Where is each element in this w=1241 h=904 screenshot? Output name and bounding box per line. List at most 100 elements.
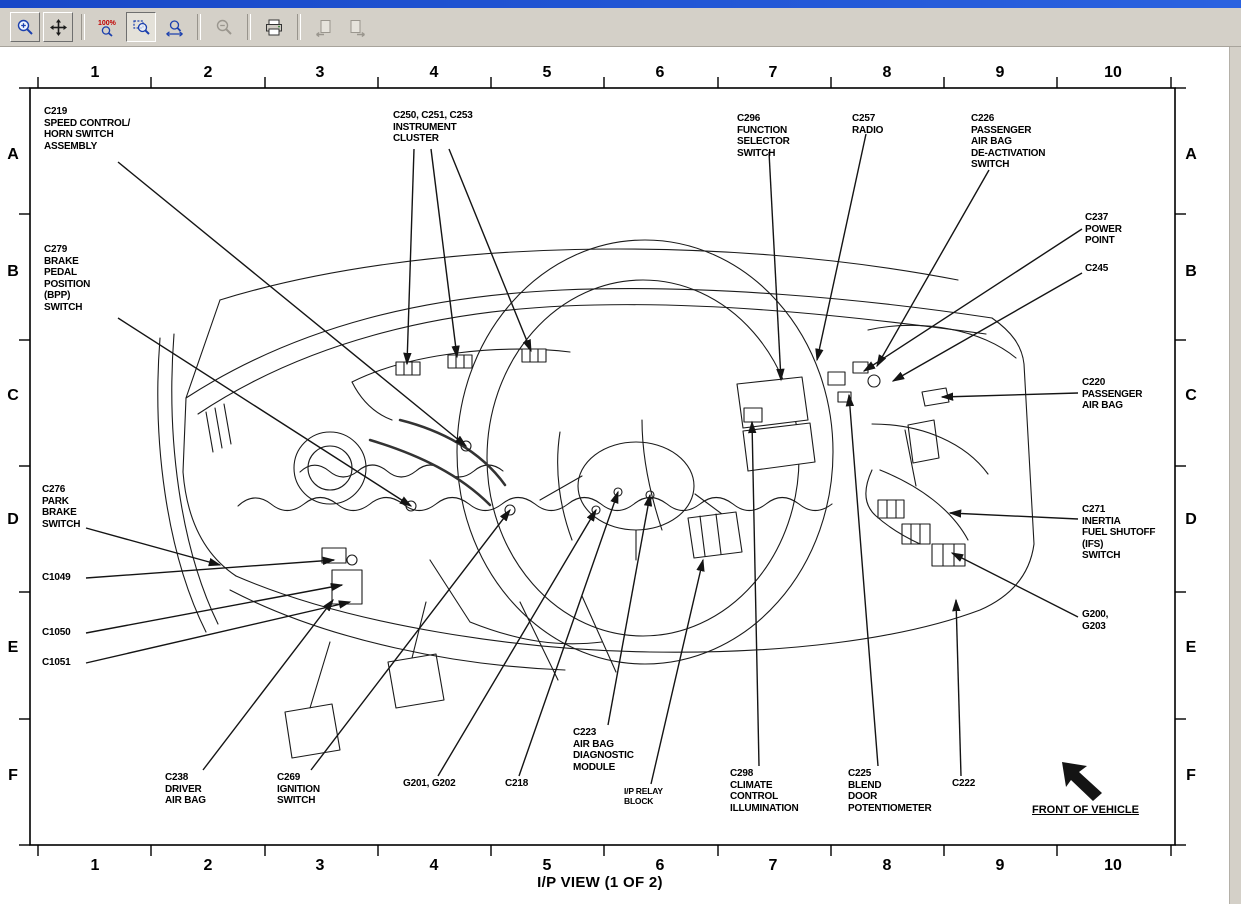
toolbar-separator <box>247 14 251 40</box>
callout-c269: C269 IGNITION SWITCH <box>277 772 320 806</box>
pan-button[interactable] <box>43 12 73 42</box>
callout-c276: C276 PARK BRAKE SWITCH <box>42 484 81 530</box>
callout-c271: C271 INERTIA FUEL SHUTOFF (IFS) SWITCH <box>1082 504 1156 561</box>
leader-line-c271 <box>948 509 1079 520</box>
grid-row-label: A <box>1185 146 1197 163</box>
grid-col-label: 1 <box>90 64 100 81</box>
callout-c1051: C1051 <box>42 657 71 668</box>
leader-line-c257 <box>815 133 867 362</box>
magnifier-minus-icon <box>216 19 232 35</box>
grid-col-label: 9 <box>995 857 1005 874</box>
callout-c218: C218 <box>505 778 529 789</box>
callout-c1049: C1049 <box>42 572 71 583</box>
grid-col-label: 9 <box>995 64 1005 81</box>
toolbar-separator <box>297 14 301 40</box>
leader-line-c237 <box>862 228 1083 372</box>
leader-line-iprelay <box>650 558 705 785</box>
page-prev-icon <box>316 19 331 37</box>
leader-line-c238 <box>202 598 334 771</box>
grid-col-label: 2 <box>203 64 213 81</box>
toolbar-separator <box>81 14 85 40</box>
grid-col-label: 7 <box>768 857 778 874</box>
window-titlebar <box>0 0 1241 8</box>
leader-lines <box>85 133 1083 785</box>
leader-line-c250 <box>403 148 415 366</box>
grid-col-label: 6 <box>655 64 665 81</box>
leader-line-c1050 <box>85 582 344 634</box>
zoom-100-button[interactable]: 100% <box>93 12 123 42</box>
leader-line-c253 <box>448 148 532 353</box>
magnifier-rect-icon <box>132 19 150 35</box>
next-view-button[interactable] <box>342 12 372 42</box>
grid-row-label: C <box>7 387 19 404</box>
magnifier-fit-width-icon <box>165 19 183 37</box>
grid-row-label: B <box>1185 263 1197 280</box>
grid-row-label: D <box>7 511 19 528</box>
print-button[interactable] <box>259 12 289 42</box>
leader-line-g201 <box>437 508 597 777</box>
front-of-vehicle-arrow-icon <box>1062 762 1102 801</box>
diagram-caption: I/P VIEW (1 OF 2) <box>537 874 663 891</box>
leader-line-c298 <box>748 420 760 767</box>
printer-icon <box>266 19 282 35</box>
leader-line-c218 <box>518 490 619 777</box>
leader-line-c251 <box>430 148 460 359</box>
grid-row-label: E <box>1185 639 1197 656</box>
front-of-vehicle-label: FRONT OF VEHICLE <box>1032 804 1139 816</box>
callout-g201-g202: G201, G202 <box>403 778 456 789</box>
grid-row-label: F <box>8 767 18 784</box>
callout-c225: C225 BLEND DOOR POTENTIOMETER <box>848 768 932 814</box>
callout-c237: C237 POWER POINT <box>1085 212 1122 246</box>
callout-c226: C226 PASSENGER AIR BAG DE-ACTIVATION SWI… <box>971 113 1046 170</box>
callout-c223: C223 AIR BAG DIAGNOSTIC MODULE <box>573 727 634 773</box>
callout-c250: C250, C251, C253 INSTRUMENT CLUSTER <box>393 110 473 144</box>
grid-col-label: 3 <box>315 64 325 81</box>
scrollbar[interactable] <box>1229 8 1241 904</box>
toolbar-separator <box>197 14 201 40</box>
grid-col-label: 1 <box>90 857 100 874</box>
instrument-panel-art <box>157 239 1035 759</box>
leader-line-c245 <box>891 272 1083 382</box>
grid-col-label: 7 <box>768 64 778 81</box>
grid-col-label: 4 <box>429 64 439 81</box>
magnifier-plus-icon <box>17 19 33 35</box>
zoom-in-button[interactable] <box>10 12 40 42</box>
grid-row-label: A <box>7 146 19 163</box>
grid-col-label: 5 <box>542 857 552 874</box>
leader-line-c276 <box>85 527 222 567</box>
grid-row-label: F <box>1186 767 1196 784</box>
leader-line-c225 <box>845 393 879 767</box>
grid-col-label: 10 <box>1104 857 1122 874</box>
callout-c238: C238 DRIVER AIR BAG <box>165 772 206 806</box>
callout-c245: C245 <box>1085 263 1109 274</box>
callout-g200-g203: G200, G203 <box>1082 609 1109 632</box>
grid-row-label: E <box>7 639 19 656</box>
prev-view-button[interactable] <box>309 12 339 42</box>
callout-ip-relay-block: I/P RELAY BLOCK <box>624 786 663 806</box>
leader-line-c226 <box>876 169 990 368</box>
grid-col-label: 8 <box>882 64 892 81</box>
callout-c279: C279 BRAKE PEDAL POSITION (BPP) SWITCH <box>44 244 91 313</box>
leader-line-c223 <box>607 493 653 726</box>
fit-width-button[interactable] <box>159 12 189 42</box>
zoom-select-button[interactable] <box>126 12 156 42</box>
page-next-icon <box>350 19 365 37</box>
callout-c296: C296 FUNCTION SELECTOR SWITCH <box>737 113 790 159</box>
leader-line-c220 <box>940 392 1079 401</box>
callout-c257: C257 RADIO <box>852 113 884 136</box>
leader-line-c296 <box>768 151 785 382</box>
grid-col-label: 5 <box>542 64 552 81</box>
callout-c1050: C1050 <box>42 627 71 638</box>
grid-col-label: 8 <box>882 857 892 874</box>
leader-line-c1051 <box>85 600 352 664</box>
zoom-out-button[interactable] <box>209 12 239 42</box>
grid-col-label: 2 <box>203 857 213 874</box>
leader-line-c1049 <box>85 556 336 579</box>
leader-line-c269 <box>310 508 511 771</box>
grid-col-label: 10 <box>1104 64 1122 81</box>
leader-line-c219 <box>117 161 468 447</box>
callout-c298: C298 CLIMATE CONTROL ILLUMINATION <box>730 768 799 814</box>
